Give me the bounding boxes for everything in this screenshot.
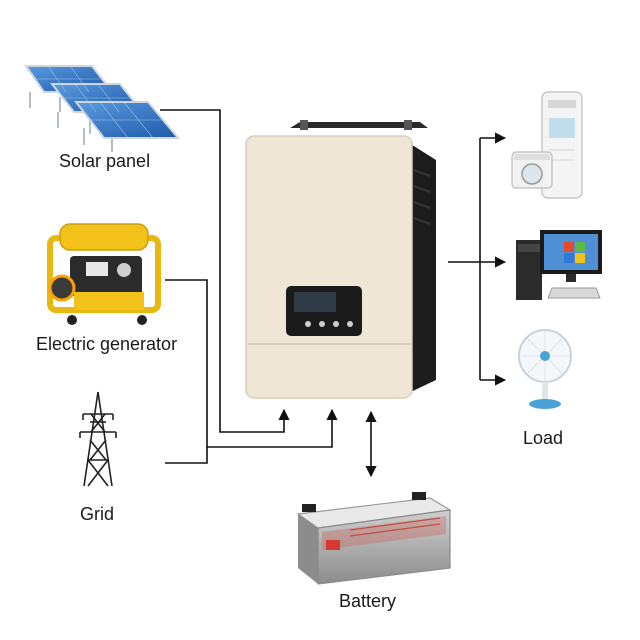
power-tower-icon <box>79 391 117 487</box>
grid-line <box>165 447 208 464</box>
label-battery: Battery <box>339 591 396 611</box>
label-solar-panel: Solar panel <box>59 151 150 171</box>
solar-panel-icon <box>24 65 181 152</box>
load-trunk <box>448 138 481 380</box>
desktop-computer-icon <box>516 230 602 300</box>
connection-lines <box>160 109 507 478</box>
washing-machine-icon <box>511 151 553 189</box>
generator-icon <box>47 223 161 325</box>
label-load: Load <box>523 428 563 448</box>
fan-icon <box>518 329 572 409</box>
solar-line <box>160 109 290 433</box>
label-electric-generator: Electric generator <box>36 334 177 354</box>
battery-icon <box>296 492 452 585</box>
hybrid-inverter <box>245 120 436 399</box>
label-grid: Grid <box>80 504 114 524</box>
